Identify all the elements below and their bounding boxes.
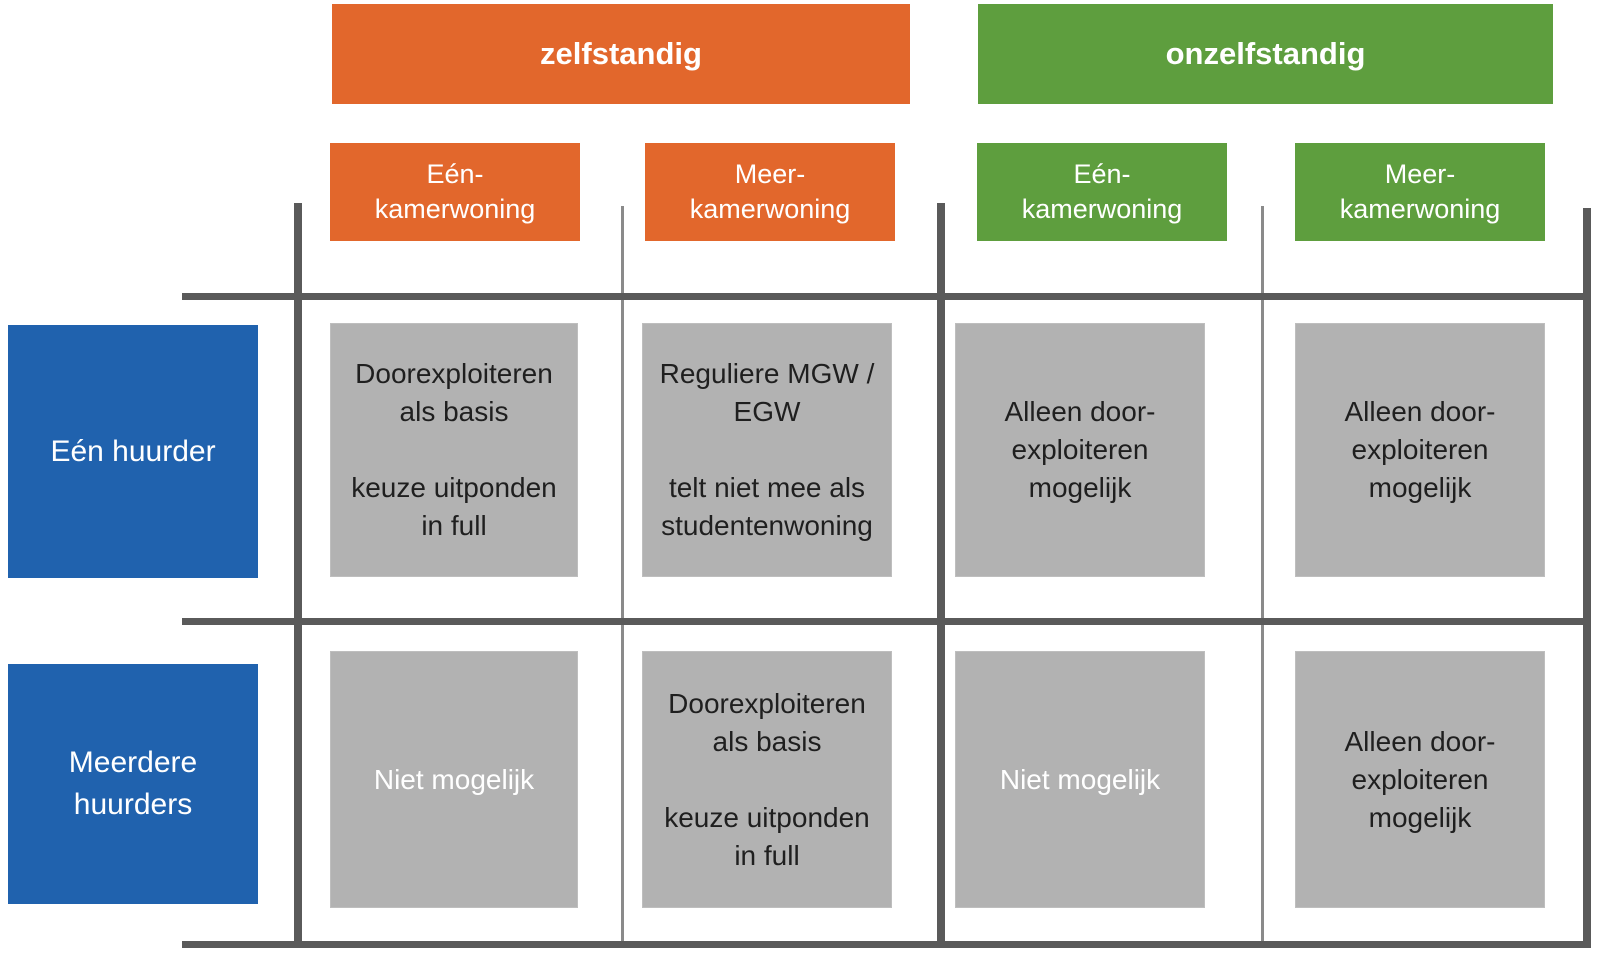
row-header-een-huurder: Eén huurder <box>8 325 258 578</box>
cell-meerdere-huurders-onzelfstandig-eenkamer: Niet mogelijk <box>955 651 1205 908</box>
grid-vertical-line-right-thick <box>1583 208 1591 948</box>
grid-vertical-line-thin-1 <box>621 206 624 948</box>
column-header-eenkamerwoning-onzelfstandig: Eén-kamerwoning <box>977 143 1227 241</box>
grid-vertical-line-left-thick <box>294 203 302 948</box>
column-header-meerkamerwoning-zelfstandig: Meer-kamerwoning <box>645 143 895 241</box>
grid-horizontal-line-top <box>182 293 1590 300</box>
group-header-onzelfstandig: onzelfstandig <box>978 4 1553 104</box>
grid-horizontal-line-bottom <box>182 941 1590 948</box>
grid-horizontal-line-middle <box>182 618 1590 625</box>
column-header-meerkamerwoning-onzelfstandig: Meer-kamerwoning <box>1295 143 1545 241</box>
column-header-eenkamerwoning-zelfstandig: Eén-kamerwoning <box>330 143 580 241</box>
grid-vertical-line-thin-2 <box>1261 206 1264 948</box>
grid-vertical-line-middle-thick <box>937 203 945 948</box>
group-header-zelfstandig: zelfstandig <box>332 4 910 104</box>
cell-meerdere-huurders-zelfstandig-eenkamer: Niet mogelijk <box>330 651 578 908</box>
